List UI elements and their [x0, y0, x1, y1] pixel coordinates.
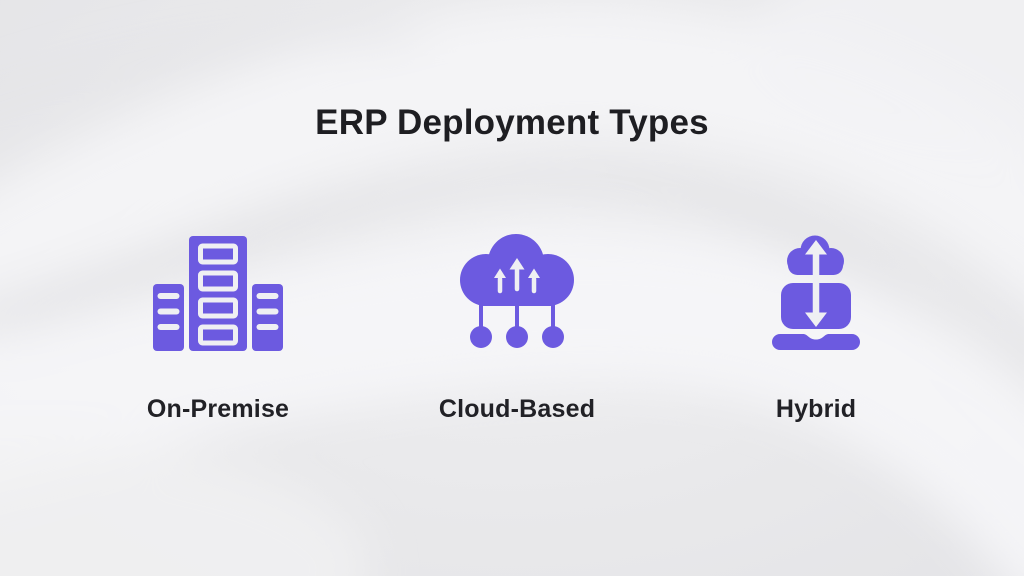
- deployment-type-card-cloud-based: Cloud-Based: [368, 233, 667, 424]
- server-icon: [153, 236, 283, 351]
- icon-box: [459, 233, 575, 351]
- icon-box: [772, 233, 860, 351]
- icon-box: [153, 233, 283, 351]
- page-title: ERP Deployment Types: [315, 103, 709, 142]
- deployment-type-label: Cloud-Based: [438, 395, 596, 423]
- deployment-types-row: On-Premise: [5, 233, 1024, 424]
- deployment-type-card-hybrid: Hybrid: [667, 233, 966, 424]
- deployment-type-label: On-Premise: [146, 395, 290, 423]
- hybrid-cloud-laptop-icon: [772, 235, 860, 350]
- deployment-type-card-on-premise: On-Premise: [69, 233, 368, 424]
- cloud-upload-icon: [460, 234, 574, 348]
- deployment-type-label: Hybrid: [775, 395, 857, 423]
